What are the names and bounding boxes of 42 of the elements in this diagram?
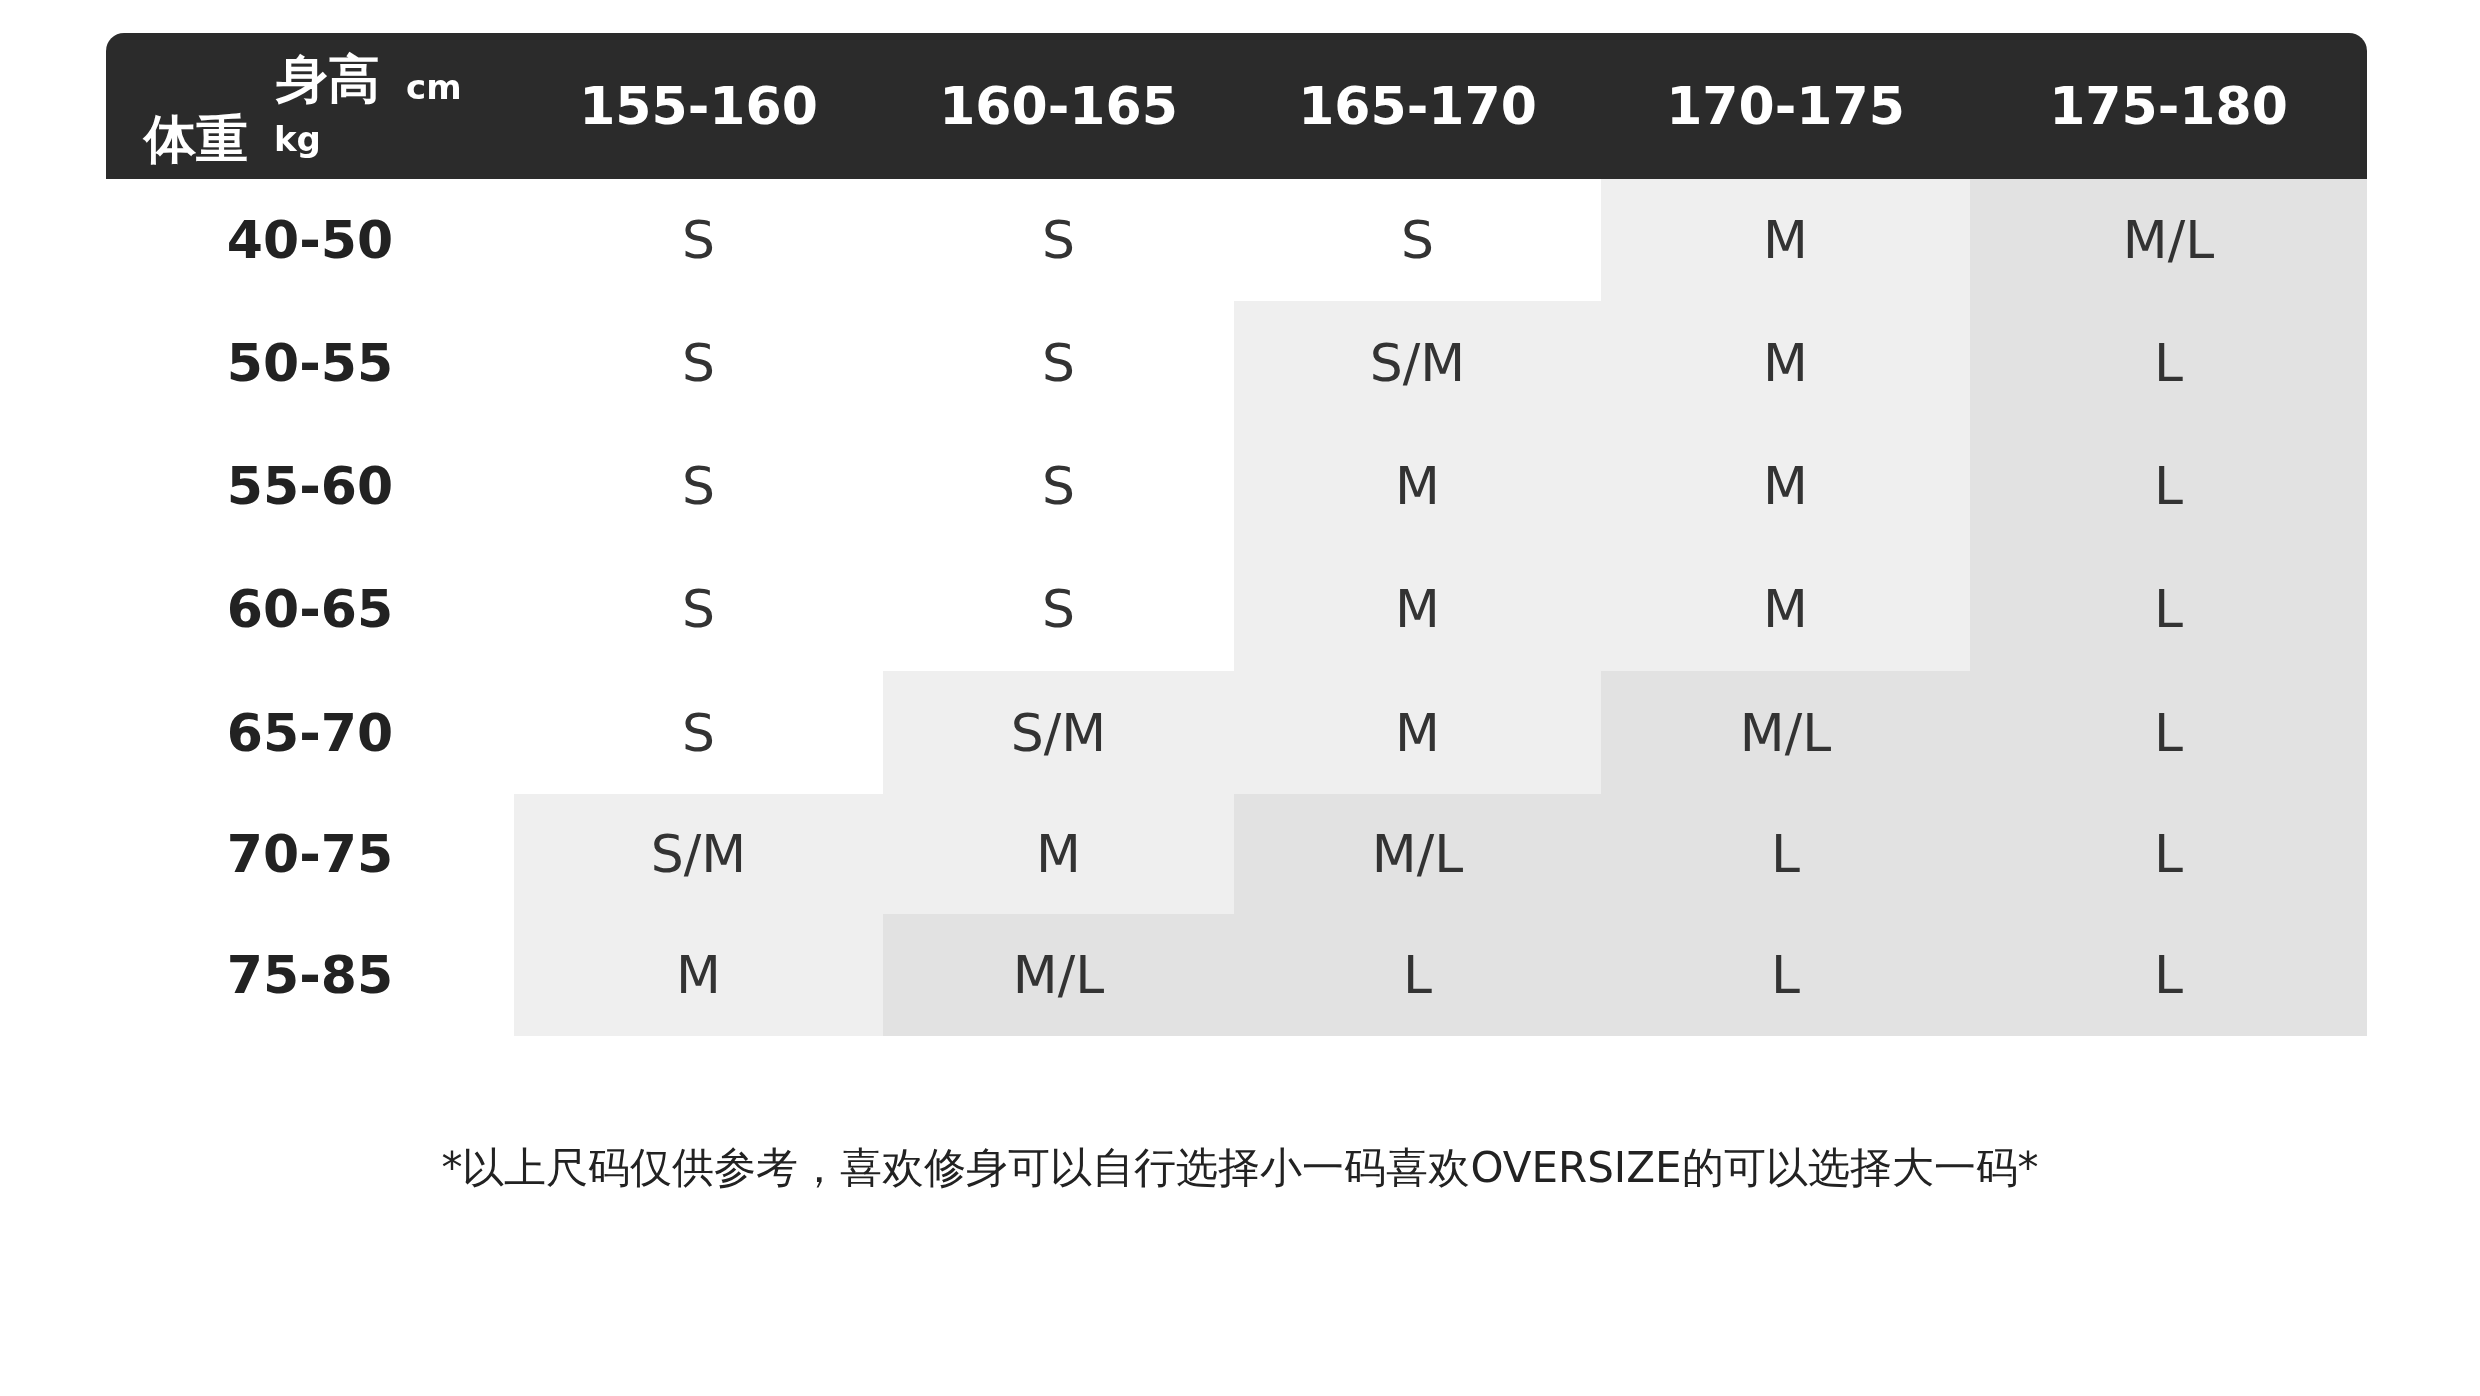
- weight-range: 60-65: [225, 578, 395, 641]
- size-value: M/L: [1601, 671, 1970, 794]
- size-value: L: [1970, 424, 2367, 547]
- size-value: L: [1970, 914, 2367, 1036]
- size-value: L: [1970, 671, 2367, 794]
- weight-range: 70-75: [225, 823, 395, 886]
- size-value: M/L: [1234, 794, 1601, 914]
- size-value: S/M: [1234, 301, 1601, 424]
- size-value: L: [1234, 914, 1601, 1036]
- size-value: M/L: [1970, 179, 2367, 301]
- height-range: 170-175: [1665, 75, 1906, 138]
- size-value: M/L: [883, 914, 1234, 1036]
- weight-range: 65-70: [225, 701, 395, 765]
- unit-label: kg: [274, 119, 321, 159]
- size-value: M: [1601, 424, 1970, 547]
- size-value: L: [1601, 914, 1970, 1036]
- size-value: M: [1234, 671, 1601, 794]
- weight-range: 50-55: [225, 331, 395, 395]
- size-value: S/M: [514, 794, 883, 914]
- size-value: L: [1970, 547, 2367, 671]
- size-value: M: [883, 794, 1234, 914]
- size-value: M: [1601, 547, 1970, 671]
- weight-range: 75-85: [225, 944, 395, 1007]
- size-value: L: [1970, 301, 2367, 424]
- weight-range: 40-50: [225, 209, 395, 272]
- size-value: M: [1601, 179, 1970, 301]
- size-value: S/M: [883, 671, 1234, 794]
- height-range: 155-160: [578, 75, 819, 138]
- footnote: *以上尺码仅供参考，喜欢修身可以自行选择小一码喜欢OVERSIZE的可以选择大一码*: [440, 1142, 2040, 1194]
- height-range: 160-165: [938, 75, 1179, 138]
- height-range: 175-180: [2048, 75, 2289, 138]
- size-value: L: [1601, 794, 1970, 914]
- size-value: M: [1234, 547, 1601, 671]
- size-value: M: [1234, 424, 1601, 547]
- weight-label: 体重: [144, 108, 248, 171]
- unit-label: cm: [406, 67, 462, 107]
- height-label: 身高: [276, 48, 380, 111]
- weight-range: 55-60: [225, 454, 395, 518]
- height-range: 165-170: [1297, 75, 1538, 138]
- size-value: M: [514, 914, 883, 1036]
- size-value: L: [1970, 794, 2367, 914]
- size-value: M: [1601, 301, 1970, 424]
